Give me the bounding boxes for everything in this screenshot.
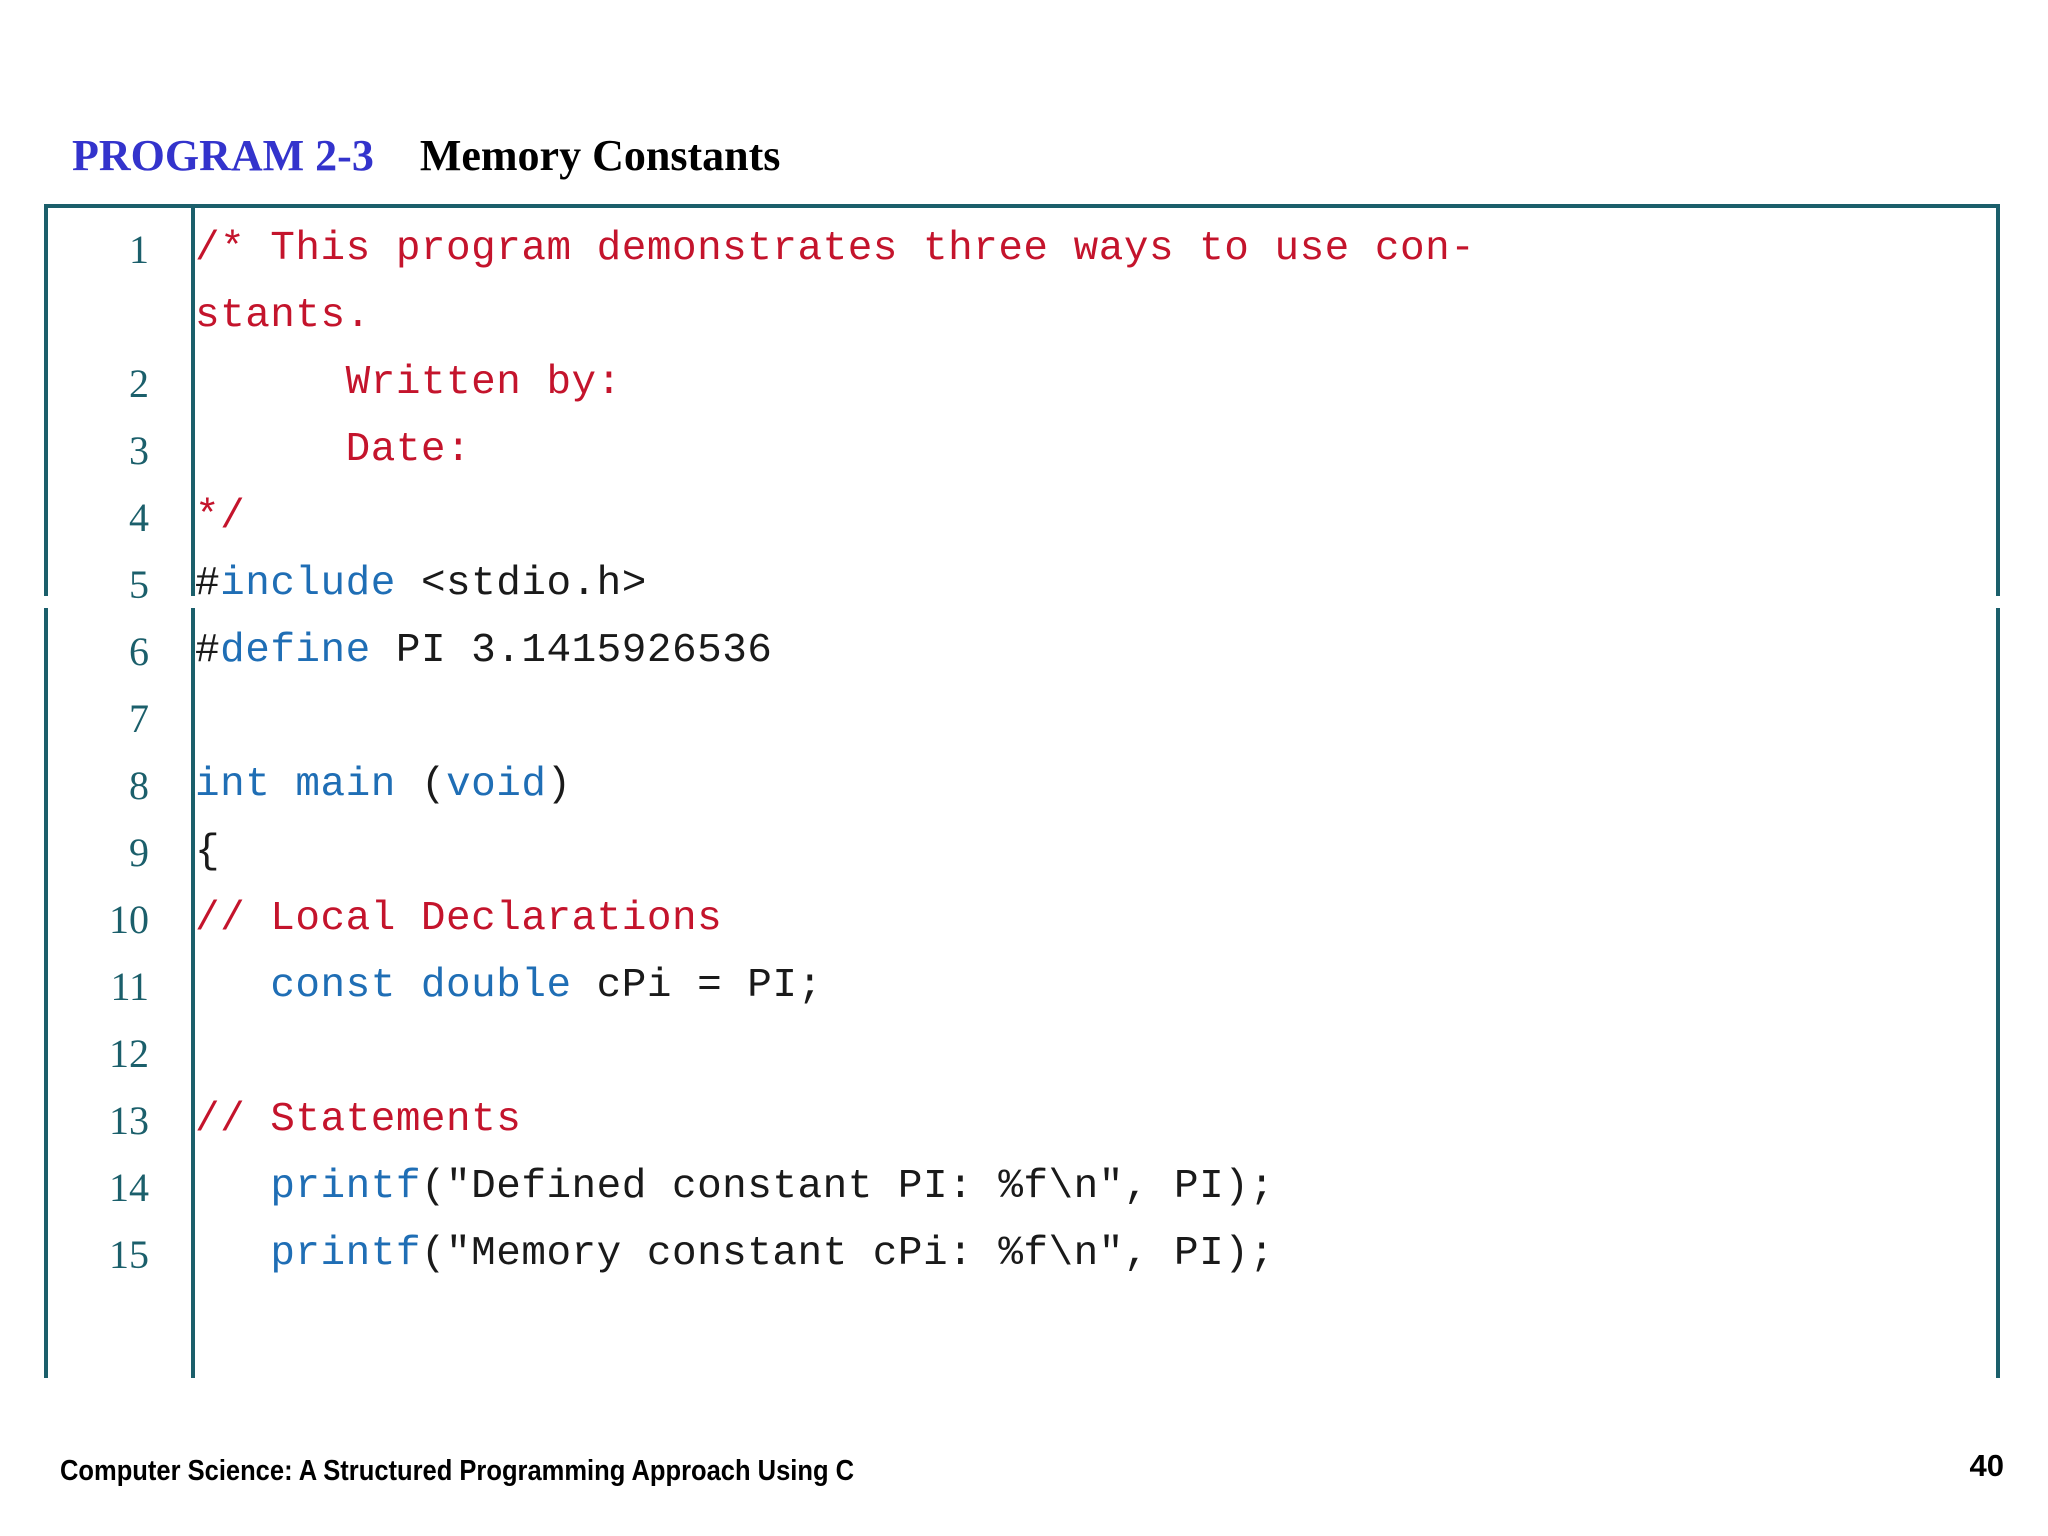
code-token: <stdio.h> (395, 561, 647, 607)
code-line-number: 15 (109, 1232, 149, 1277)
code-line-text: int main (void) (170, 752, 2000, 819)
footer-book-title: Computer Science: A Structured Programmi… (60, 1455, 855, 1487)
program-caption: Memory Constants (419, 131, 781, 180)
code-token: ("Defined constant PI: %f\n", PI); (420, 1164, 1275, 1210)
code-line: 12 (44, 1020, 2000, 1087)
page-number: 40 (1969, 1448, 2004, 1483)
code-token: // Statements (195, 1097, 522, 1143)
code-token: # (195, 628, 221, 674)
code-line: 10 // Local Declarations (44, 886, 2000, 953)
code-token: Written by: (195, 360, 622, 406)
code-token: int main (195, 762, 396, 808)
code-token: ) (546, 762, 572, 808)
code-line-number: 9 (129, 830, 149, 875)
code-token (195, 1231, 270, 1277)
code-line: 3 Date: (44, 417, 2000, 484)
code-line-text: */ (170, 484, 2000, 551)
code-line-number: 3 (129, 428, 149, 473)
code-line-number: 8 (129, 763, 149, 808)
code-token: { (195, 829, 221, 875)
code-line-number: 12 (109, 1031, 149, 1076)
code-token: cPi = PI; (571, 963, 823, 1009)
code-line: 15 printf("Memory constant cPi: %f\n", P… (44, 1221, 2000, 1288)
code-token: printf (270, 1164, 421, 1210)
code-line-text: #include <stdio.h> (170, 551, 2000, 618)
code-rows: 1 /* This program demonstrates three ways… (44, 204, 2000, 1288)
code-token: Date: (195, 427, 472, 473)
code-line-number: 4 (129, 495, 149, 540)
code-token: # (195, 561, 221, 607)
code-line-text: { (170, 819, 2000, 886)
code-line-number: 13 (109, 1098, 149, 1143)
code-token: ("Memory constant cPi: %f\n", PI); (420, 1231, 1275, 1277)
code-line-text (170, 685, 2000, 752)
code-line-text: printf("Memory constant cPi: %f\n", PI); (170, 1221, 2000, 1288)
code-line-number: 5 (129, 562, 149, 607)
code-line-number: 11 (110, 964, 149, 1009)
code-token: include (220, 561, 396, 607)
gutter-divider-lower (191, 608, 195, 1378)
program-label: PROGRAM 2-3 (72, 131, 374, 180)
code-token: /* This program demonstrates three ways … (195, 226, 1476, 339)
code-line-number: 6 (129, 629, 149, 674)
code-line: 9{ (44, 819, 2000, 886)
code-token: const double (270, 963, 572, 1009)
code-line-text (170, 1020, 2000, 1087)
code-line-text: #define PI 3.1415926536 (170, 618, 2000, 685)
code-box-top-border (44, 204, 2000, 208)
code-token: PI 3.1415926536 (370, 628, 773, 674)
code-line: 2 Written by: (44, 350, 2000, 417)
code-line-text: Date: (170, 417, 2000, 484)
code-token: printf (270, 1231, 421, 1277)
code-token: void (446, 762, 547, 808)
code-line-text: /* This program demonstrates three ways … (170, 216, 2000, 350)
code-line: 13 // Statements (44, 1087, 2000, 1154)
code-listing-box: 1 /* This program demonstrates three ways… (44, 204, 2000, 1378)
code-line: 4 */ (44, 484, 2000, 551)
code-line: 5 #include <stdio.h> (44, 551, 2000, 618)
code-line-text: const double cPi = PI; (170, 953, 2000, 1020)
code-line-number: 2 (129, 361, 149, 406)
code-line-number: 10 (109, 897, 149, 942)
code-line-text: // Statements (170, 1087, 2000, 1154)
code-line-number: 7 (129, 696, 149, 741)
code-box-left-border-upper (44, 204, 48, 596)
code-line-number: 14 (109, 1165, 149, 1210)
code-line-text: printf("Defined constant PI: %f\n", PI); (170, 1154, 2000, 1221)
code-line: 7 (44, 685, 2000, 752)
code-token: // Local Declarations (195, 896, 723, 942)
code-box-left-border-lower (44, 608, 48, 1378)
code-token: define (220, 628, 371, 674)
page-title: PROGRAM 2-3 Memory Constants (72, 128, 780, 182)
code-line: 14 printf("Defined constant PI: %f\n", P… (44, 1154, 2000, 1221)
code-token: */ (195, 494, 246, 540)
code-token (195, 1164, 270, 1210)
code-token (195, 963, 270, 1009)
code-line-text: // Local Declarations (170, 886, 2000, 953)
code-box-right-border-lower (1996, 608, 2000, 1378)
code-line-text: Written by: (170, 350, 2000, 417)
gutter-divider-upper (191, 204, 195, 596)
code-line: 11 const double cPi = PI; (44, 953, 2000, 1020)
code-line: 1 /* This program demonstrates three ways… (44, 216, 2000, 350)
code-box-right-border-upper (1996, 204, 2000, 596)
code-token: ( (395, 762, 447, 808)
code-line: 6 #define PI 3.1415926536 (44, 618, 2000, 685)
code-line-number: 1 (129, 227, 149, 272)
code-line: 8 int main (void) (44, 752, 2000, 819)
